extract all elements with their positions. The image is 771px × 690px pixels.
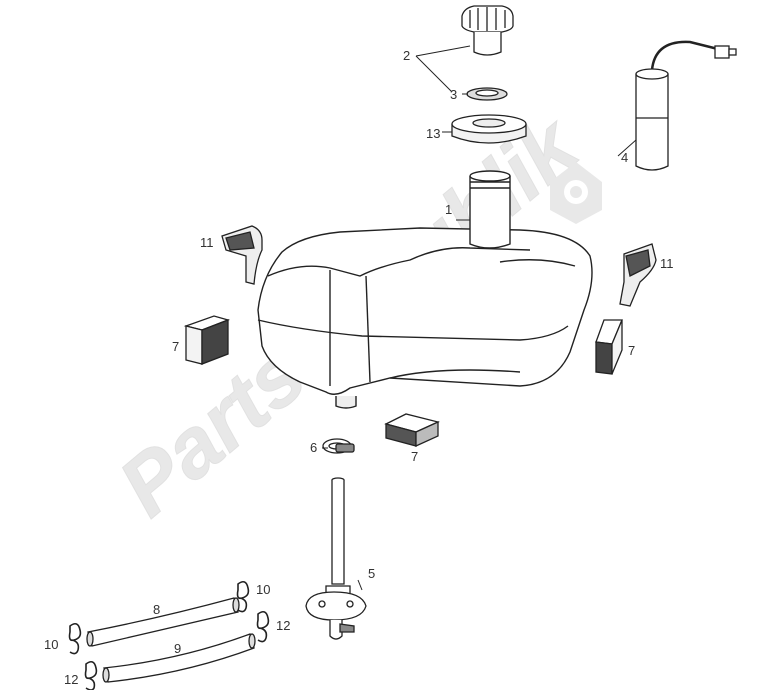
label-cap: 2	[403, 48, 410, 63]
label-hose-upper: 8	[153, 602, 160, 617]
label-clip-lower-right: 12	[276, 618, 290, 633]
label-clip-upper-right: 10	[256, 582, 270, 597]
hose-lower	[102, 633, 256, 683]
leader-lines	[322, 45, 637, 591]
pad-right	[595, 319, 623, 375]
clip-lower-right	[256, 610, 270, 643]
pad-bottom	[384, 413, 440, 448]
clip-upper-right	[236, 580, 250, 613]
bracket-left	[221, 225, 263, 285]
label-tap: 5	[368, 566, 375, 581]
label-gasket: 3	[450, 87, 457, 102]
label-clip-lower-left: 12	[64, 672, 78, 687]
label-clip-left: 10	[44, 637, 58, 652]
filler-ring	[451, 114, 527, 144]
label-pad-right: 7	[628, 343, 635, 358]
cap-gasket	[466, 87, 508, 101]
label-clamp: 6	[310, 440, 317, 455]
hose-upper	[86, 597, 240, 647]
label-sender: 4	[621, 150, 628, 165]
label-tank: 1	[445, 202, 452, 217]
gear-icon	[550, 162, 602, 224]
fuel-tap	[305, 477, 367, 640]
label-bracket-right: 11	[660, 256, 674, 271]
label-pad-left: 7	[172, 339, 179, 354]
clip-left	[68, 622, 82, 655]
label-ring: 13	[426, 126, 440, 141]
hose-clamp	[322, 438, 355, 454]
label-pad-bottom: 7	[411, 449, 418, 464]
bracket-right	[619, 243, 657, 307]
fuel-sender	[635, 40, 737, 171]
clip-lower-left	[84, 660, 98, 690]
pad-left	[183, 315, 231, 365]
fuel-cap	[461, 5, 514, 56]
label-hose-lower: 9	[174, 641, 181, 656]
label-bracket-left: 11	[200, 235, 214, 250]
fuel-tank	[257, 170, 593, 409]
labels: 2 3 13 4 1 11 11 7 7 7 6 5 8 9 10 10 12 …	[44, 48, 674, 687]
